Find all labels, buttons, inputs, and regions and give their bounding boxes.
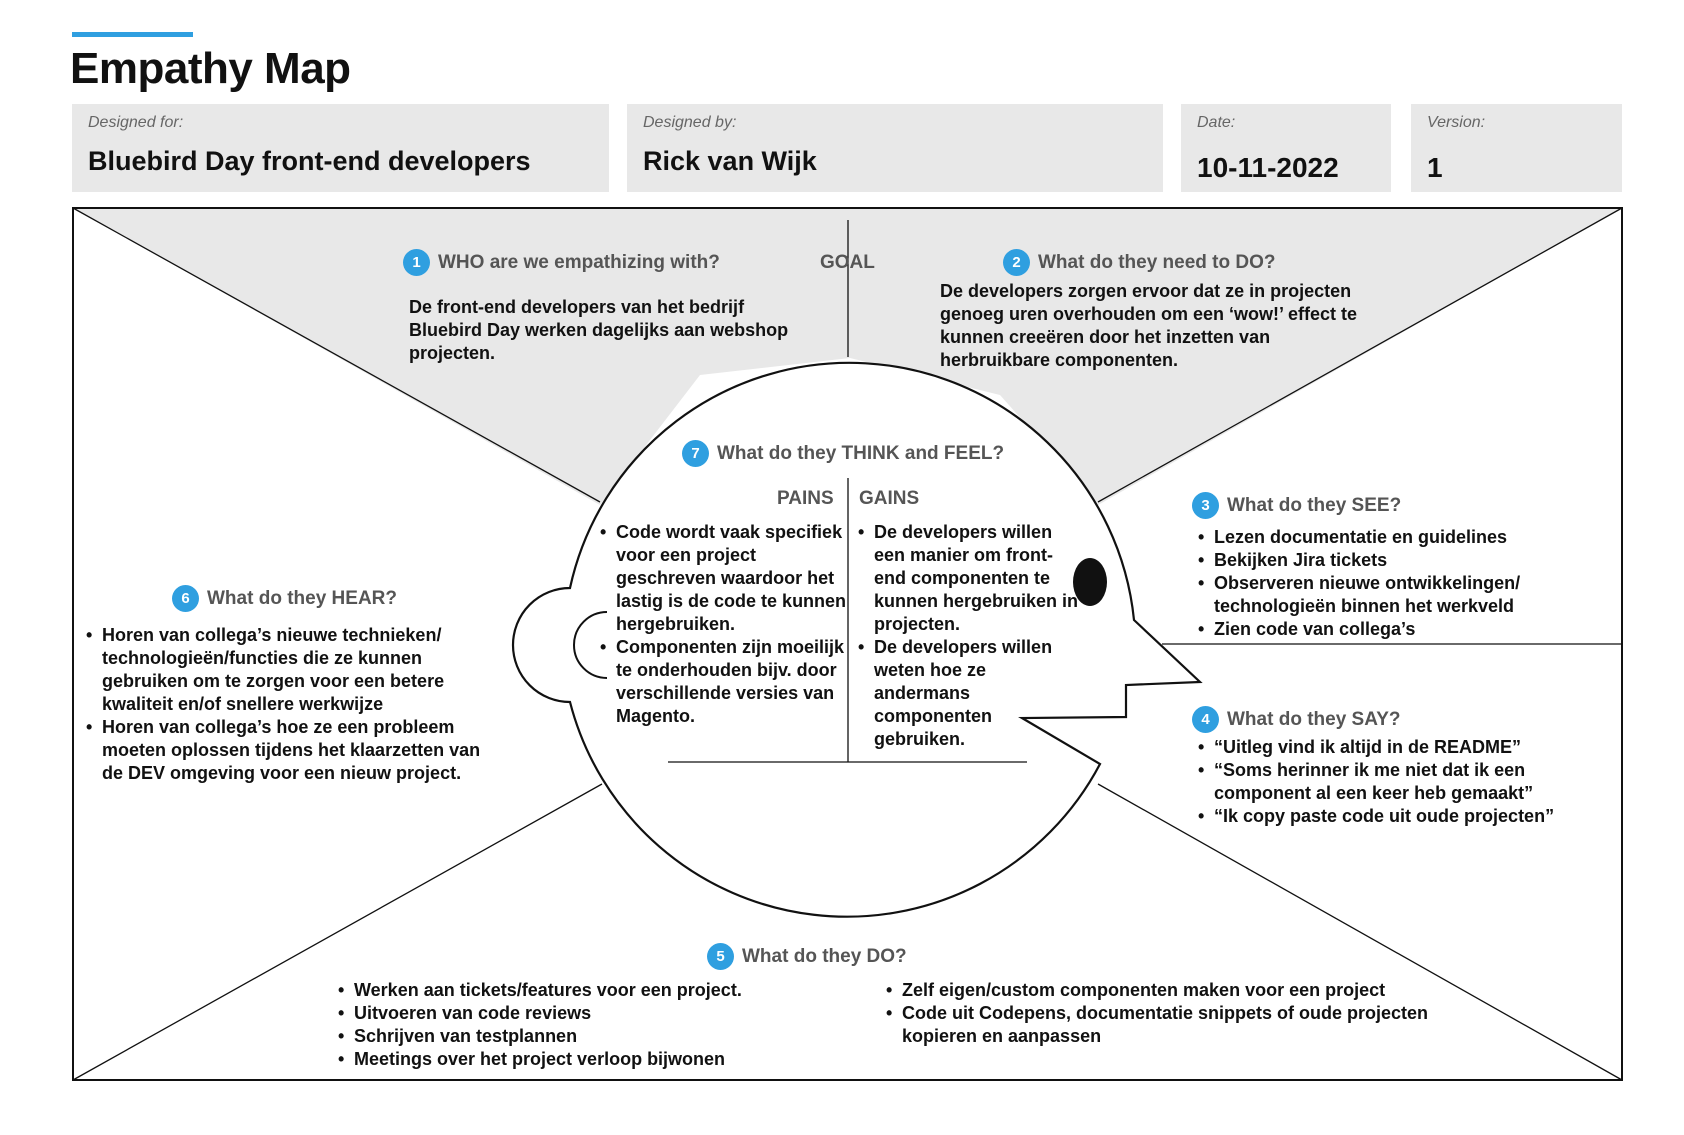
designed-by-box: Designed by: Rick van Wijk (627, 104, 1163, 192)
do-item: Schrijven van testplannen (336, 1025, 836, 1048)
section-hear-list: Horen van collega’s nieuwe technieken/ t… (84, 624, 504, 785)
version-label: Version: (1427, 114, 1486, 131)
designed-for-label: Designed for: (88, 114, 184, 131)
section-do: 5 What do they DO? (707, 943, 907, 970)
section-who-title: 1 WHO are we empathizing with? (403, 249, 720, 276)
section-number-badge: 1 (403, 249, 430, 276)
section-need-title: 2 What do they need to DO? (1003, 249, 1276, 276)
section-who-text: De front-end developers van het bedrijf … (409, 297, 789, 363)
page-title: Empathy Map (70, 44, 351, 93)
head-eye (1073, 558, 1107, 606)
diagonal-top-left (72, 207, 601, 503)
pains-item: Code wordt vaak specifiek voor een proje… (598, 521, 848, 636)
section-number-badge: 7 (682, 440, 709, 467)
section-need-text: De developers zorgen ervoor dat ze in pr… (940, 281, 1358, 370)
gains-label: GAINS (859, 488, 920, 509)
designed-by-value: Rick van Wijk (643, 146, 817, 176)
section-hear-title-text: What do they HEAR? (207, 587, 397, 609)
version-value: 1 (1427, 152, 1443, 183)
section-number-badge: 3 (1192, 492, 1219, 519)
section-who: 1 WHO are we empathizing with? (403, 249, 720, 276)
section-think-feel-title: 7 What do they THINK and FEEL? (682, 440, 1004, 467)
diagonal-bottom-left (72, 783, 603, 1081)
pains-list: Code wordt vaak specifiek voor een proje… (598, 521, 848, 728)
gains-item: De developers willen weten hoe ze anderm… (856, 636, 1081, 751)
title-accent-bar (72, 32, 193, 37)
see-item: Zien code van collega’s (1196, 618, 1576, 641)
hear-item: Horen van collega’s nieuwe technieken/ t… (84, 624, 504, 716)
section-do-list-left: Werken aan tickets/features voor een pro… (336, 979, 836, 1071)
version-box: Version: 1 (1411, 104, 1622, 192)
do-item: Uitvoeren van code reviews (336, 1002, 836, 1025)
section-see-list: Lezen documentatie en guidelines Bekijke… (1196, 526, 1576, 641)
see-item: Observeren nieuwe ontwikkelingen/ techno… (1196, 572, 1576, 618)
do-item: Zelf eigen/custom componenten maken voor… (884, 979, 1444, 1002)
section-do-list-right: Zelf eigen/custom componenten maken voor… (884, 979, 1444, 1048)
section-see-title: 3 What do they SEE? (1192, 492, 1401, 519)
date-box: Date: 10-11-2022 (1181, 104, 1391, 192)
section-number-badge: 6 (172, 585, 199, 612)
section-think-feel: 7 What do they THINK and FEEL? (682, 440, 1004, 467)
do-item: Meetings over het project verloop bijwon… (336, 1048, 836, 1071)
hear-item: Horen van collega’s hoe ze een probleem … (84, 716, 504, 785)
section-say-title-text: What do they SAY? (1227, 708, 1401, 730)
gains-item: De developers willen een manier om front… (856, 521, 1081, 636)
section-number-badge: 2 (1003, 249, 1030, 276)
section-say: 4 What do they SAY? (1192, 706, 1400, 733)
section-who-title-text: WHO are we empathizing with? (438, 251, 720, 273)
do-item: Werken aan tickets/features voor een pro… (336, 979, 836, 1002)
section-say-title: 4 What do they SAY? (1192, 706, 1400, 733)
head-ear-inner (573, 611, 608, 679)
section-say-list: “Uitleg vind ik altijd in de README” “So… (1196, 736, 1596, 828)
date-label: Date: (1197, 114, 1236, 131)
section-hear: 6 What do they HEAR? (172, 585, 397, 612)
do-item: Code uit Codepens, documentatie snippets… (884, 1002, 1444, 1048)
section-do-title-text: What do they DO? (742, 945, 907, 967)
section-do-title: 5 What do they DO? (707, 943, 907, 970)
section-think-feel-title-text: What do they THINK and FEEL? (717, 442, 1005, 464)
section-hear-title: 6 What do they HEAR? (172, 585, 397, 612)
diagonal-bottom-right (1097, 783, 1623, 1081)
designed-for-box: Designed for: Bluebird Day front-end dev… (72, 104, 609, 192)
gains-list: De developers willen een manier om front… (856, 521, 1081, 751)
section-number-badge: 5 (707, 943, 734, 970)
say-item: “Soms herinner ik me niet dat ik een com… (1196, 759, 1596, 805)
section-see: 3 What do they SEE? (1192, 492, 1401, 519)
diagonal-top-right (1097, 207, 1623, 503)
see-item: Lezen documentatie en guidelines (1196, 526, 1576, 549)
goal-label: GOAL (820, 252, 875, 273)
section-number-badge: 4 (1192, 706, 1219, 733)
pains-item: Componenten zijn moeilijk te onderhouden… (598, 636, 848, 728)
see-item: Bekijken Jira tickets (1196, 549, 1576, 572)
say-item: “Uitleg vind ik altijd in de README” (1196, 736, 1596, 759)
say-item: “Ik copy paste code uit oude projecten” (1196, 805, 1596, 828)
section-see-title-text: What do they SEE? (1227, 494, 1402, 516)
section-need: 2 What do they need to DO? (1003, 249, 1276, 276)
section-need-title-text: What do they need to DO? (1038, 251, 1276, 273)
designed-by-label: Designed by: (643, 114, 737, 131)
designed-for-value: Bluebird Day front-end developers (88, 146, 531, 176)
date-value: 10-11-2022 (1197, 152, 1339, 183)
pains-label: PAINS (777, 488, 834, 509)
